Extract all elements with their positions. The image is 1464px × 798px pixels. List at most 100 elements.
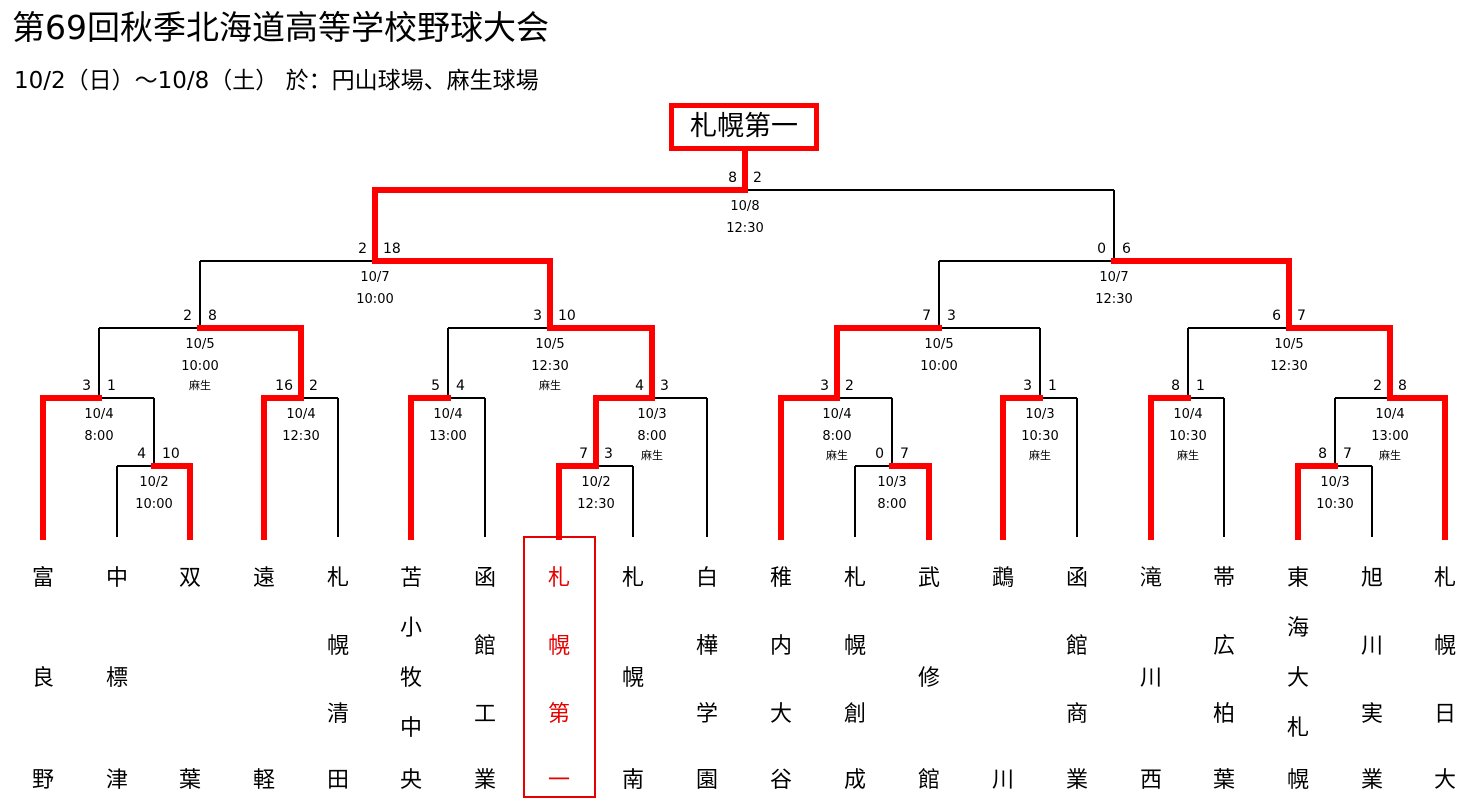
team-name-char: 札 bbox=[1433, 566, 1456, 591]
match-time-r2-6: 10:30 bbox=[1021, 429, 1058, 444]
team-name-char: 館 bbox=[917, 768, 940, 793]
score-left-qf-1: 2 bbox=[183, 308, 192, 324]
match-time-sf-2: 12:30 bbox=[1095, 292, 1132, 307]
match-venue-r2-5: 麻生 bbox=[826, 448, 848, 462]
match-venue-r2-6: 麻生 bbox=[1029, 448, 1051, 462]
team-name-char: 広 bbox=[1212, 634, 1235, 659]
team-name-char: 成 bbox=[843, 768, 866, 793]
team-name-char: 遠 bbox=[252, 566, 275, 591]
score-right-sf-1: 18 bbox=[383, 241, 401, 257]
score-left-r2-2: 16 bbox=[275, 378, 293, 394]
match-date-sf-2: 10/7 bbox=[1099, 270, 1128, 285]
score-right-r2-4: 3 bbox=[660, 378, 669, 394]
match-time-r2-8: 13:00 bbox=[1371, 429, 1408, 444]
team-name-char: 川 bbox=[1360, 634, 1383, 659]
team-name-char: 滝 bbox=[1139, 566, 1162, 591]
match-time-r2-2: 12:30 bbox=[282, 429, 319, 444]
team-name-char: 日 bbox=[1433, 702, 1456, 727]
team-name-char: 修 bbox=[917, 666, 940, 691]
score-right-qf-3: 3 bbox=[947, 308, 956, 324]
team-name-char: 川 bbox=[1139, 666, 1162, 691]
team-name-char: 軽 bbox=[252, 768, 275, 793]
score-left-qf-2: 3 bbox=[533, 308, 542, 324]
score-right-r2-6: 1 bbox=[1048, 378, 1057, 394]
team-name-char: 樺 bbox=[695, 634, 718, 659]
team-name-char: 清 bbox=[326, 702, 349, 727]
team-name-char: 函 bbox=[1065, 566, 1088, 591]
team-name-char: 函 bbox=[473, 566, 496, 591]
score-right-r1-4: 7 bbox=[1343, 446, 1352, 462]
team-name-char: 小 bbox=[399, 616, 422, 641]
match-date-r2-6: 10/3 bbox=[1025, 407, 1054, 422]
page-title: 第69回秋季北海道高等学校野球大会 bbox=[12, 8, 549, 47]
team-name-char: 幌 bbox=[1286, 768, 1309, 793]
match-time-r1-2: 12:30 bbox=[577, 497, 614, 512]
match-date-final: 10/8 bbox=[730, 199, 759, 214]
match-venue-r2-4: 麻生 bbox=[641, 448, 663, 462]
champion-team-highlight bbox=[523, 536, 596, 798]
match-time-qf-1: 10:00 bbox=[181, 359, 218, 374]
score-left-r2-5: 3 bbox=[820, 378, 829, 394]
team-name-char: 業 bbox=[1065, 768, 1088, 793]
team-name-char: 札 bbox=[547, 566, 570, 591]
team-name-char: 柏 bbox=[1212, 702, 1235, 727]
score-right-r2-5: 2 bbox=[845, 378, 854, 394]
team-name-char: 幌 bbox=[621, 666, 644, 691]
score-right-r2-7: 1 bbox=[1196, 378, 1205, 394]
team-name-char: 幌 bbox=[547, 634, 570, 659]
score-right-final: 2 bbox=[753, 170, 762, 186]
score-right-r1-1: 10 bbox=[162, 446, 180, 462]
match-venue-r2-7: 麻生 bbox=[1177, 448, 1199, 462]
team-name-char: 幌 bbox=[326, 634, 349, 659]
team-name-char: 幌 bbox=[1433, 634, 1456, 659]
score-left-final: 8 bbox=[728, 170, 737, 186]
score-right-r1-3: 7 bbox=[900, 446, 909, 462]
score-left-r1-3: 0 bbox=[875, 446, 884, 462]
match-date-sf-1: 10/7 bbox=[360, 270, 389, 285]
team-name-char: 館 bbox=[1065, 634, 1088, 659]
score-left-qf-3: 7 bbox=[922, 308, 931, 324]
match-date-r2-5: 10/4 bbox=[822, 407, 851, 422]
team-name-char: 白 bbox=[695, 566, 718, 591]
team-name-char: 業 bbox=[473, 768, 496, 793]
team-name-char: 札 bbox=[843, 566, 866, 591]
match-date-r1-2: 10/2 bbox=[581, 475, 610, 490]
score-right-qf-1: 8 bbox=[208, 308, 217, 324]
match-date-qf-4: 10/5 bbox=[1274, 337, 1303, 352]
match-date-r2-7: 10/4 bbox=[1173, 407, 1202, 422]
match-time-qf-4: 12:30 bbox=[1270, 359, 1307, 374]
score-left-r2-4: 4 bbox=[635, 378, 644, 394]
team-name-char: 大 bbox=[1433, 768, 1456, 793]
score-left-r2-7: 8 bbox=[1171, 378, 1180, 394]
match-time-r1-1: 10:00 bbox=[135, 497, 172, 512]
team-name-char: 鵡 bbox=[991, 566, 1014, 591]
champion-box: 札幌第一 bbox=[669, 103, 819, 151]
score-left-sf-2: 0 bbox=[1097, 241, 1106, 257]
match-time-r2-3: 13:00 bbox=[429, 429, 466, 444]
team-name-char: 牧 bbox=[399, 666, 422, 691]
team-name-char: 業 bbox=[1360, 768, 1383, 793]
score-right-r2-3: 4 bbox=[456, 378, 465, 394]
team-name-char: 央 bbox=[399, 768, 422, 793]
match-date-r1-1: 10/2 bbox=[139, 475, 168, 490]
team-name-char: 稚 bbox=[769, 566, 792, 591]
match-date-qf-2: 10/5 bbox=[535, 337, 564, 352]
team-name-char: 実 bbox=[1360, 702, 1383, 727]
team-name-char: 札 bbox=[326, 566, 349, 591]
team-name-char: 海 bbox=[1286, 616, 1309, 641]
team-name-char: 旭 bbox=[1360, 566, 1383, 591]
score-right-r2-8: 8 bbox=[1398, 378, 1407, 394]
team-name-char: 南 bbox=[621, 768, 644, 793]
match-date-r2-3: 10/4 bbox=[433, 407, 462, 422]
team-name-char: 東 bbox=[1286, 566, 1309, 591]
match-venue-qf-2: 麻生 bbox=[539, 378, 561, 392]
match-date-r2-2: 10/4 bbox=[286, 407, 315, 422]
match-date-r2-1: 10/4 bbox=[84, 407, 113, 422]
score-left-r1-1: 4 bbox=[137, 446, 146, 462]
team-name-char: 園 bbox=[695, 768, 718, 793]
match-time-sf-1: 10:00 bbox=[356, 292, 393, 307]
team-name-char: 良 bbox=[31, 666, 54, 691]
match-time-r1-4: 10:30 bbox=[1316, 497, 1353, 512]
team-name-char: 帯 bbox=[1212, 566, 1235, 591]
team-name-char: 第 bbox=[547, 702, 570, 727]
